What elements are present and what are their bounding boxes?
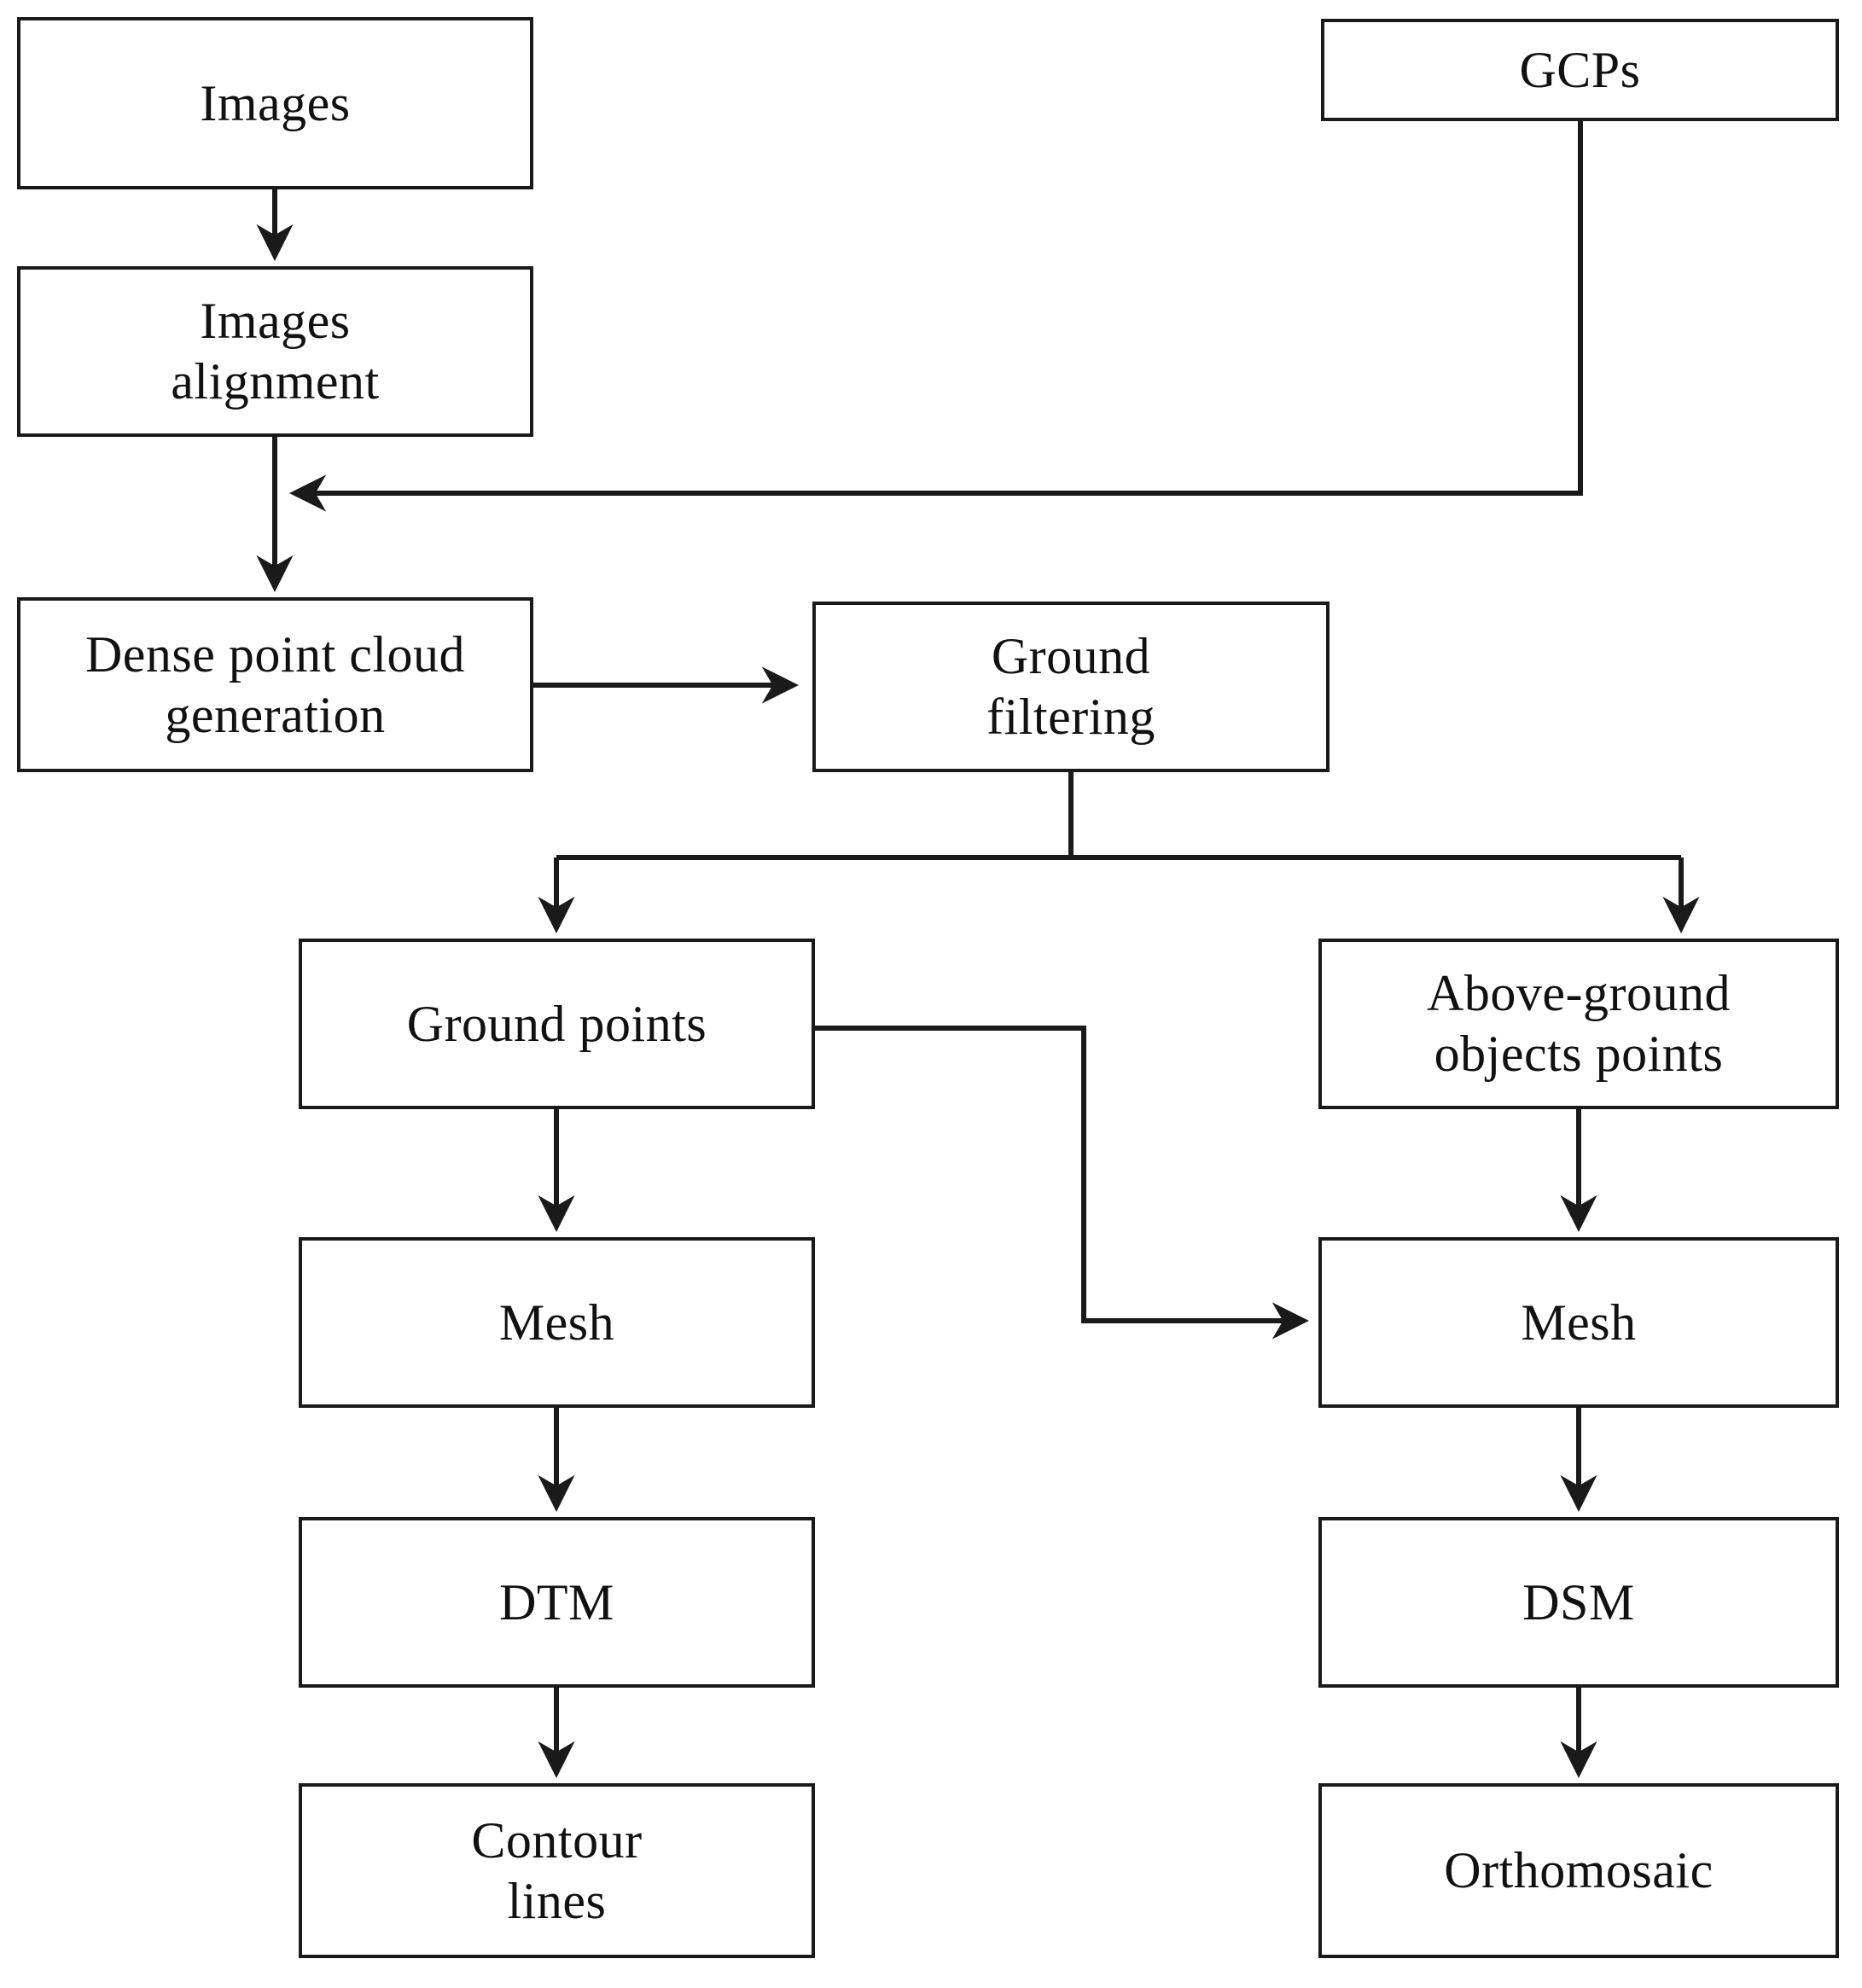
node-dsm[interactable]: DSM [1318, 1517, 1839, 1688]
node-label: Images [200, 74, 351, 131]
node-label: Above-ground objects points [1427, 965, 1731, 1082]
node-label: Ground filtering [986, 628, 1155, 745]
node-above-ground-objects-points[interactable]: Above-ground objects points [1318, 939, 1839, 1109]
edge-ground-filtering-split [538, 772, 1700, 934]
node-label: Contour lines [471, 1811, 643, 1929]
node-gcps[interactable]: GCPs [1321, 19, 1839, 121]
node-images[interactable]: Images [17, 17, 533, 189]
node-label: GCPs [1519, 41, 1641, 98]
node-label: Orthomosaic [1444, 1842, 1714, 1899]
node-dense-point-cloud-generation[interactable]: Dense point cloud generation [17, 597, 533, 772]
node-dtm[interactable]: DTM [299, 1517, 815, 1688]
node-ground-points[interactable]: Ground points [299, 939, 815, 1109]
node-ground-filtering[interactable]: Ground filtering [812, 602, 1330, 772]
node-mesh-left[interactable]: Mesh [299, 1237, 815, 1408]
node-contour-lines[interactable]: Contour lines [299, 1783, 815, 1958]
node-mesh-right[interactable]: Mesh [1318, 1237, 1839, 1408]
node-label: DTM [499, 1573, 614, 1631]
edge-ground-points-to-mesh-right [815, 1026, 1310, 1340]
node-label: Mesh [1521, 1293, 1637, 1351]
node-label: Ground points [406, 995, 707, 1052]
node-label: DSM [1522, 1573, 1635, 1631]
node-label: Images alignment [171, 293, 380, 410]
node-label: Mesh [498, 1293, 615, 1351]
node-images-alignment[interactable]: Images alignment [17, 266, 533, 437]
node-label: Dense point cloud generation [84, 625, 466, 743]
node-orthomosaic[interactable]: Orthomosaic [1318, 1783, 1839, 1958]
